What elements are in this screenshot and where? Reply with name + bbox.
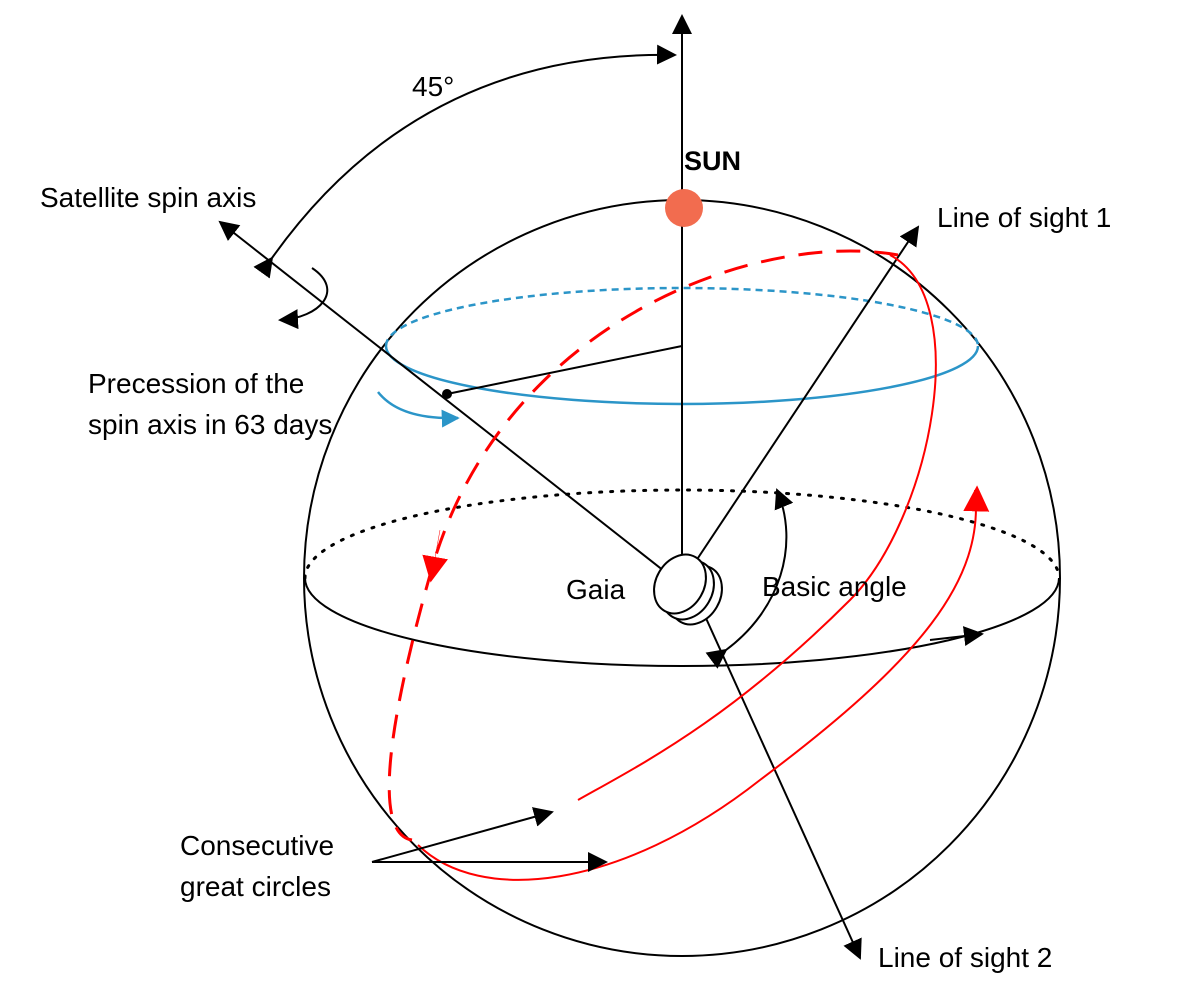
great-circle-dashed [387, 249, 899, 842]
sun-icon [665, 189, 703, 227]
great-circles-pointer-1 [371, 807, 554, 863]
precession-label-line-2: spin axis in 63 days [88, 409, 332, 440]
great-circle-direction-arrow-2 [963, 485, 990, 521]
precession-direction-arrow [377, 391, 460, 428]
precession-radius-line [446, 345, 683, 395]
spin-axis-label: Satellite spin axis [40, 182, 256, 213]
basic-angle-arc [705, 488, 794, 669]
great-circle-solid-1 [577, 254, 937, 801]
great-circles-label-line-2: great circles [180, 871, 331, 902]
angle-45-label: 45° [412, 71, 454, 102]
great-circle-solid-2 [417, 489, 977, 881]
angle-45-arc [253, 44, 677, 279]
gaia-satellite-icon [653, 553, 723, 626]
spin-axis-line [218, 220, 679, 583]
great-circle-direction-arrow-1 [422, 529, 448, 583]
line-of-sight-2-label: Line of sight 2 [878, 942, 1052, 973]
spin-rotation-arrow [278, 267, 329, 330]
great-circles-label-line-1: Consecutive [180, 830, 334, 861]
equator-front [304, 577, 1060, 667]
equator-back [303, 488, 1061, 580]
gaia-label: Gaia [566, 574, 626, 605]
equator-direction-arrow [929, 626, 984, 646]
sun-label: SUN [684, 146, 741, 176]
precession-label-line-1: Precession of the [88, 368, 304, 399]
line-of-sight-1-label: Line of sight 1 [937, 202, 1111, 233]
basic-angle-label: Basic angle [762, 571, 907, 602]
